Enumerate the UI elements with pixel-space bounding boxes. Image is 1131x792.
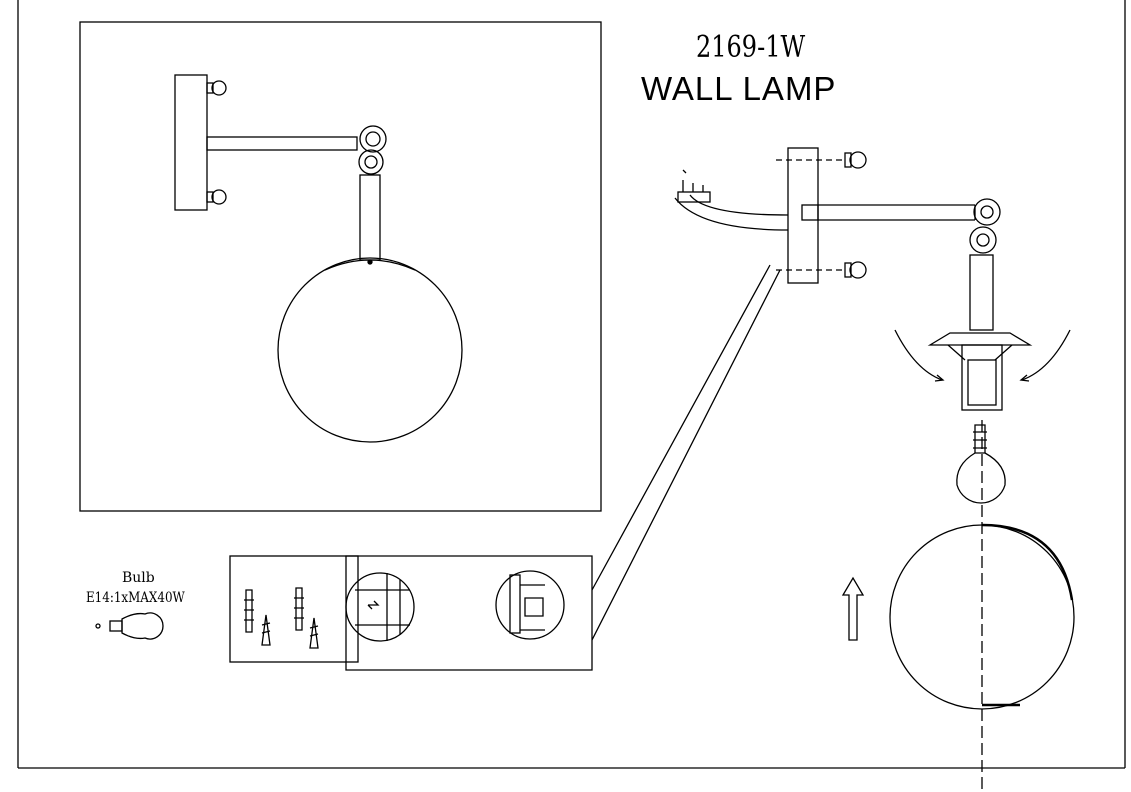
- model-number: 2169-1W: [696, 30, 806, 65]
- product-title: WALL LAMP: [641, 70, 837, 107]
- exploded-lamp-view: [674, 147, 1075, 790]
- assembled-lamp-view: [79, 21, 602, 512]
- bulb-spec: E14:1xMAX40W: [86, 590, 185, 606]
- bulb-label: Bulb: [122, 570, 155, 586]
- page-frame: [17, 0, 1126, 769]
- wall-plugs-screws-view: [229, 555, 359, 663]
- mounting-detail-view: [345, 264, 781, 671]
- arrow-up-icon: [841, 576, 865, 641]
- bulb-icon: [95, 612, 164, 640]
